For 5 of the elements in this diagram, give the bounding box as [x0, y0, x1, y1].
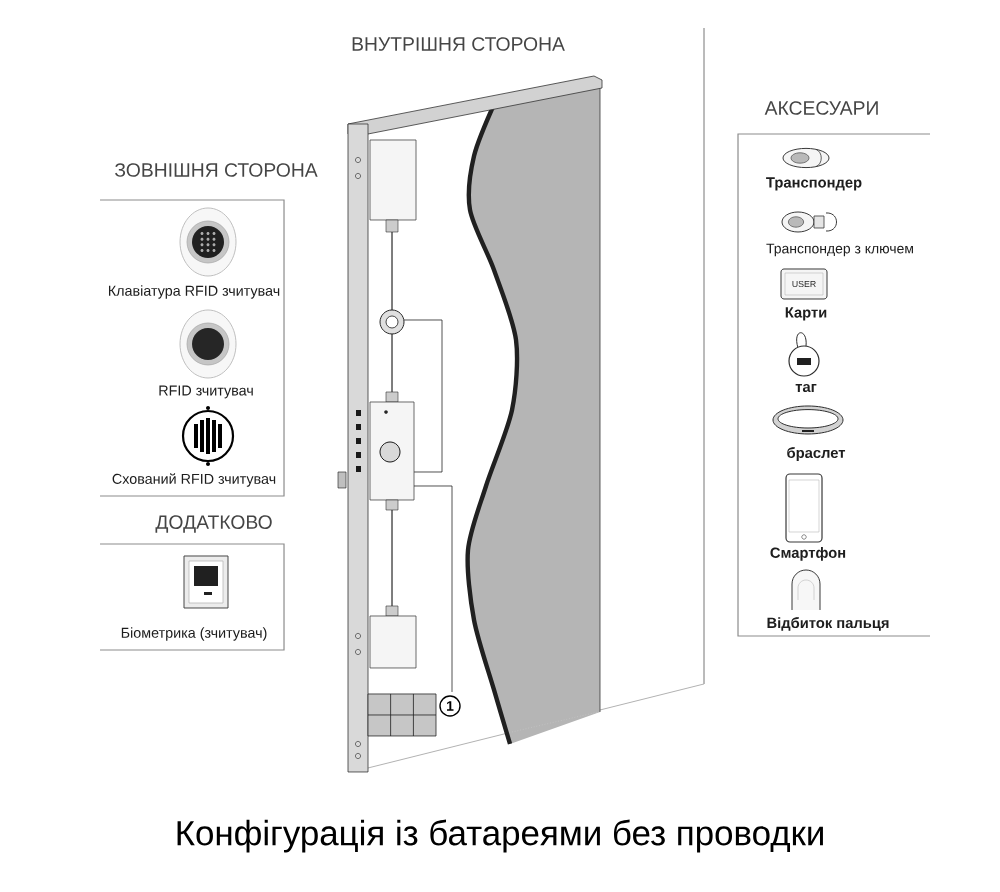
panel-heading: ДОДАТКОВО: [155, 515, 272, 533]
panel-heading: ЗОВНІШНЯ СТОРОНА: [114, 163, 318, 177]
section-heading: ВНУТРІШНЯ СТОРОНА: [352, 37, 565, 51]
panel-heading: АКСЕСУАРИ: [764, 101, 878, 115]
caption: Конфігурація із батареями без проводки: [177, 819, 823, 853]
